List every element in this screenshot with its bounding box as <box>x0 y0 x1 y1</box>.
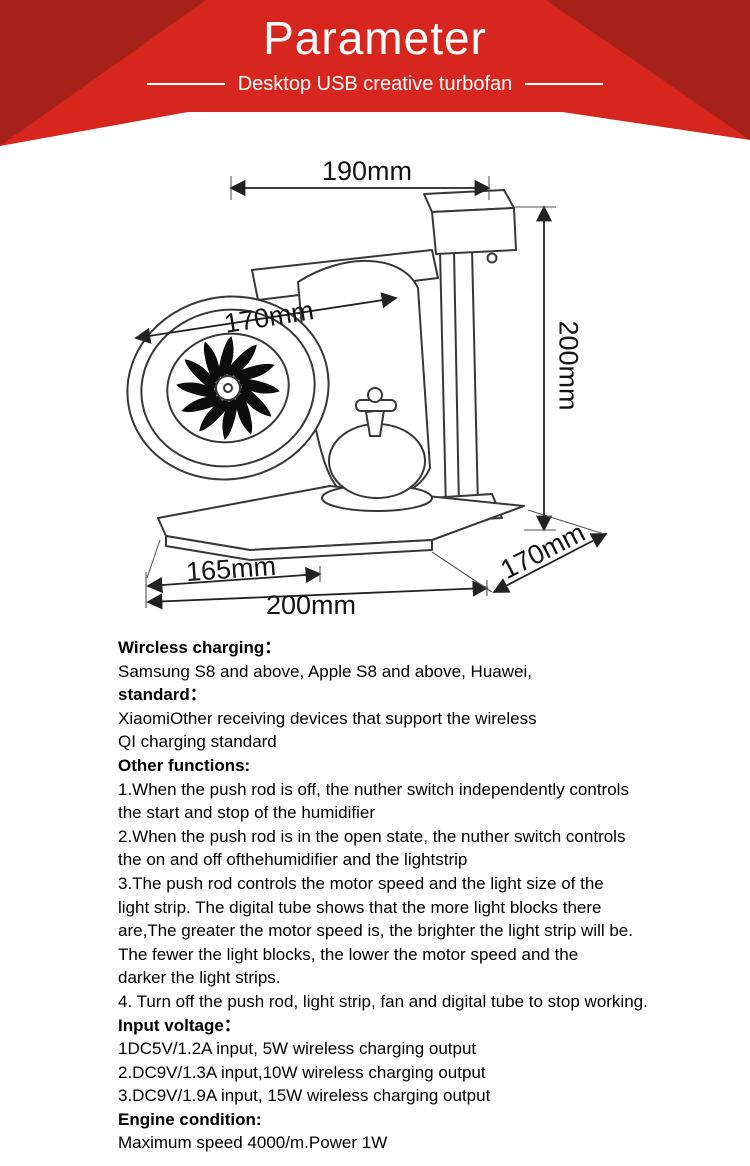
spec-line: standard： <box>118 685 207 705</box>
page-title: Parameter <box>263 12 487 64</box>
spec-line: 2.DC9V/1.3A input,10W wireless charging … <box>118 1062 486 1082</box>
spec-line: Maximum speed 4000/m.Power 1W <box>118 1133 388 1153</box>
spec-line: Wircless charging： <box>118 638 282 657</box>
fan-line-drawing <box>126 176 608 610</box>
banner-ribbon <box>0 0 750 146</box>
banner-left-fold <box>0 0 206 146</box>
spec-line: are,The greater the motor speed is, the … <box>118 921 633 941</box>
dim-label-base-front: 165mm <box>185 550 277 588</box>
dim-label-height: 200mm <box>553 320 584 411</box>
spec-line: 1DC5V/1.2A input, 5W wireless charging o… <box>118 1039 477 1059</box>
spec-line: darker the light strips. <box>118 968 281 988</box>
subtitle-right-line <box>525 83 604 86</box>
banner-main <box>0 0 750 146</box>
banner-right-fold <box>546 0 750 140</box>
subtitle-row: Desktop USB creative turbofan <box>0 73 750 96</box>
fan-diagram: 190mm 170mm 200mm 165mm 200mm 170mm <box>0 150 750 630</box>
spec-line: Input voltage： <box>118 1015 241 1035</box>
header-banner: Parameter Desktop USB creative turbofan <box>0 0 750 150</box>
spec-line: XiaomiOther receiving devices that suppo… <box>118 708 537 728</box>
spec-line: light strip. The digital tube shows that… <box>118 897 602 917</box>
spec-line: 3.DC9V/1.9A input, 15W wireless charging… <box>118 1086 491 1106</box>
dimension-arrows <box>134 176 608 610</box>
humidifier <box>321 423 433 512</box>
subtitle-left-line <box>146 83 225 86</box>
top-head <box>423 189 517 264</box>
stand-base <box>157 485 525 561</box>
spec-line: Samsung S8 and above, Apple S8 and above… <box>118 661 532 681</box>
stand-column <box>425 247 503 523</box>
spec-line: QI charging standard <box>118 732 277 752</box>
dim-label-base-width: 200mm <box>266 590 357 620</box>
fan-body-drawing <box>126 189 525 561</box>
spec-line: 1.When the push rod is off, the nuther s… <box>118 779 629 799</box>
spec-line: Engine condition: <box>118 1109 262 1129</box>
spec-line: the on and off ofthehumidifier and the l… <box>118 850 468 870</box>
dome-knob <box>355 387 397 437</box>
spec-line: 4. Turn off the push rod, light strip, f… <box>118 991 648 1011</box>
spec-line: the start and stop of the humidifier <box>118 803 376 823</box>
spec-line: Other functions: <box>118 755 251 775</box>
spec-line: 3.The push rod controls the motor speed … <box>118 873 604 893</box>
fan-blades <box>176 336 280 440</box>
dim-label-top-width: 190mm <box>322 156 413 186</box>
spec-line: The fewer the light blocks, the lower th… <box>118 944 579 964</box>
page-subtitle: Desktop USB creative turbofan <box>237 72 513 95</box>
specs-section: Wircless charging： Samsung S8 and above,… <box>0 630 750 1155</box>
spec-line: 2.When the push rod is in the open state… <box>118 826 626 846</box>
